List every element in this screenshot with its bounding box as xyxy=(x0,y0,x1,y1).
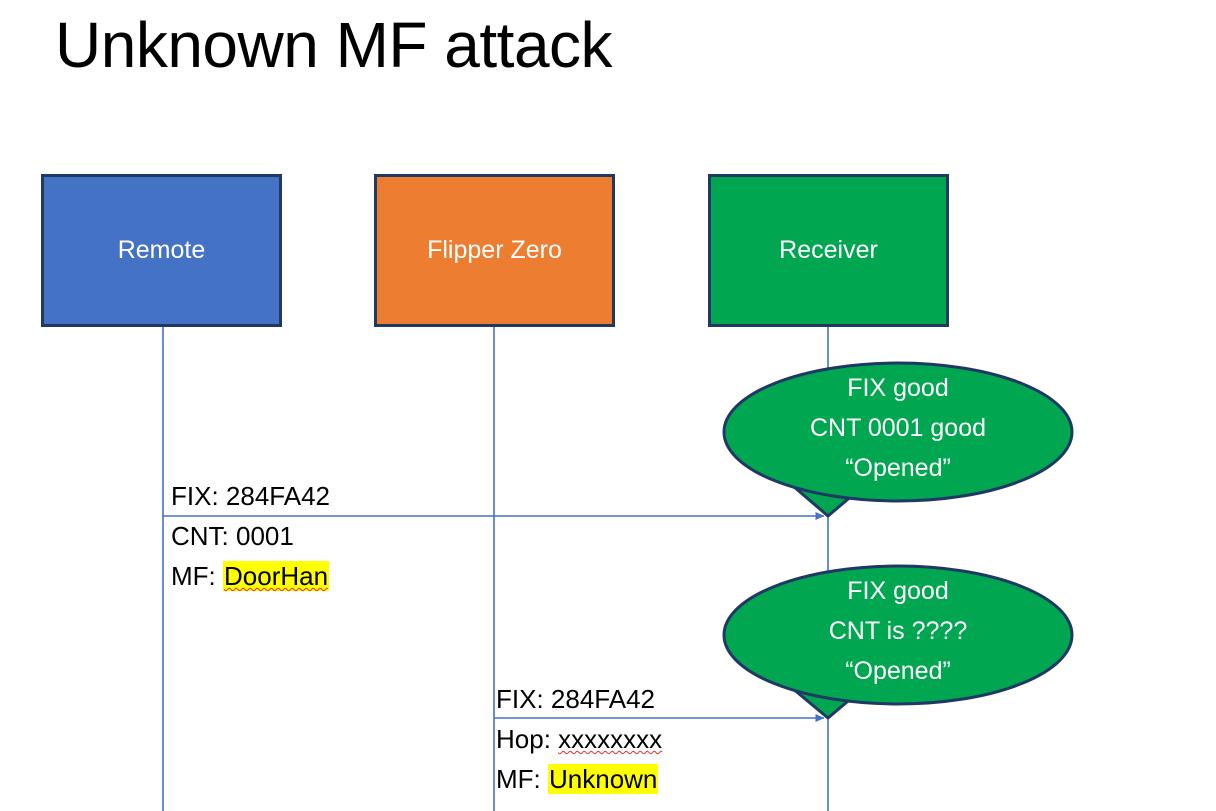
speech-bubble-1-line-2: CNT 0001 good xyxy=(809,414,987,442)
message-2-line-3: MF: Unknown xyxy=(496,759,662,799)
speech-bubble-1-body xyxy=(722,361,1074,503)
message-2-line-2-value: xxxxxxxx xyxy=(558,724,663,754)
message-2-line-1-label: FIX: xyxy=(496,684,551,714)
message-1-line-1: FIX: 284FA42 xyxy=(171,476,330,516)
speech-bubble-1-line-3: “Opened” xyxy=(845,454,951,482)
message-label-1: FIX: 284FA42 CNT: 0001 MF: DoorHan xyxy=(171,476,330,596)
actor-label-receiver: Receiver xyxy=(779,235,878,264)
message-1-line-1-value: 284FA42 xyxy=(225,481,330,511)
page-title: Unknown MF attack xyxy=(55,9,613,81)
actor-label-remote: Remote xyxy=(117,235,206,264)
actor-label-flipper-zero: Flipper Zero xyxy=(427,235,562,264)
speech-bubble-1-line-1: FIX good xyxy=(847,374,949,402)
message-1-line-3-label: MF: xyxy=(171,561,223,591)
speech-bubble-1 xyxy=(722,361,1074,518)
message-1-line-1-label: FIX: xyxy=(171,481,226,511)
message-2-line-3-value: Unknown xyxy=(548,764,659,794)
actor-box-remote[interactable]: Remote xyxy=(41,174,282,327)
speech-bubble-2-text: FIX good CNT is ???? “Opened” xyxy=(724,571,1072,691)
message-1-line-2-label: CNT: xyxy=(171,521,236,551)
speech-bubble-1-text: FIX good CNT 0001 good “Opened” xyxy=(724,368,1072,488)
speech-bubble-2 xyxy=(722,564,1074,720)
message-2-line-3-label: MF: xyxy=(496,764,548,794)
actor-box-receiver[interactable]: Receiver xyxy=(708,174,949,327)
message-label-2: FIX: 284FA42 Hop: xxxxxxxx MF: Unknown xyxy=(496,679,662,799)
message-2-line-2: Hop: xxxxxxxx xyxy=(496,719,662,759)
message-2-line-2-label: Hop: xyxy=(496,724,559,754)
message-2-line-1-value: 284FA42 xyxy=(550,684,655,714)
actor-box-flipper-zero[interactable]: Flipper Zero xyxy=(374,174,615,327)
message-1-line-2-value: 0001 xyxy=(236,521,294,551)
speech-bubble-2-line-1: FIX good xyxy=(847,577,949,605)
message-1-line-2: CNT: 0001 xyxy=(171,516,330,556)
message-1-line-3-value: DoorHan xyxy=(223,561,330,591)
speech-bubble-2-line-3: “Opened” xyxy=(845,657,951,685)
speech-bubble-2-body xyxy=(722,564,1074,706)
message-1-line-3: MF: DoorHan xyxy=(171,556,330,596)
speech-bubble-2-line-2: CNT is ???? xyxy=(828,617,968,645)
message-2-line-1: FIX: 284FA42 xyxy=(496,679,662,719)
